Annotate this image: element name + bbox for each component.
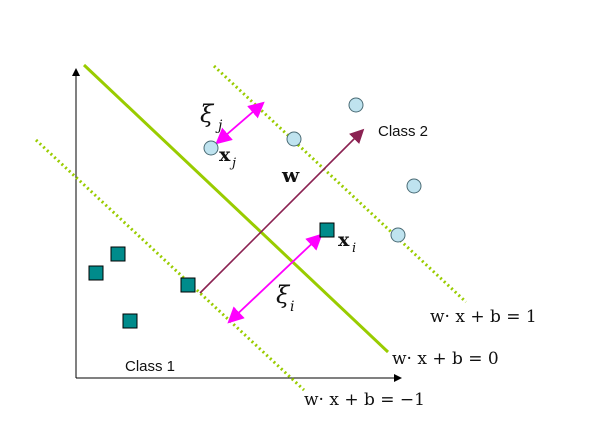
class2-point bbox=[286, 131, 302, 147]
x-j-label: x bbox=[219, 144, 231, 166]
class1-point bbox=[180, 277, 196, 293]
w-vector-arrow bbox=[199, 128, 365, 294]
equation-hyperplane: w· x + b = 0 bbox=[392, 349, 499, 369]
class1-point bbox=[319, 222, 335, 238]
equation-negative-margin: w· x + b = −1 bbox=[304, 390, 425, 410]
class2-label: Class 2 bbox=[378, 123, 428, 140]
class2-point bbox=[406, 178, 422, 194]
class1-point bbox=[110, 246, 126, 262]
slack-arrow-j bbox=[215, 101, 265, 145]
x-i-subscript: i bbox=[352, 241, 356, 256]
margin-line-negative bbox=[34, 138, 306, 392]
xi-j-label: ξ bbox=[200, 100, 215, 128]
xi-i-label: ξ bbox=[276, 281, 291, 309]
margin-line-positive bbox=[212, 64, 468, 304]
class1-point bbox=[122, 313, 138, 329]
class1-point bbox=[88, 265, 104, 281]
xi-j-subscript: j bbox=[215, 118, 223, 134]
class2-point bbox=[348, 97, 364, 113]
class2-point bbox=[390, 227, 406, 243]
xi-i-subscript: i bbox=[290, 299, 294, 315]
decision-hyperplane bbox=[82, 63, 390, 354]
class1-label: Class 1 bbox=[125, 358, 175, 375]
slack-arrow-i bbox=[227, 233, 323, 324]
class2-point bbox=[203, 140, 219, 156]
w-vector-label: w bbox=[281, 163, 300, 187]
x-i-label: x bbox=[338, 229, 350, 251]
equation-positive-margin: w· x + b = 1 bbox=[430, 307, 537, 327]
x-j-subscript: j bbox=[229, 156, 236, 171]
